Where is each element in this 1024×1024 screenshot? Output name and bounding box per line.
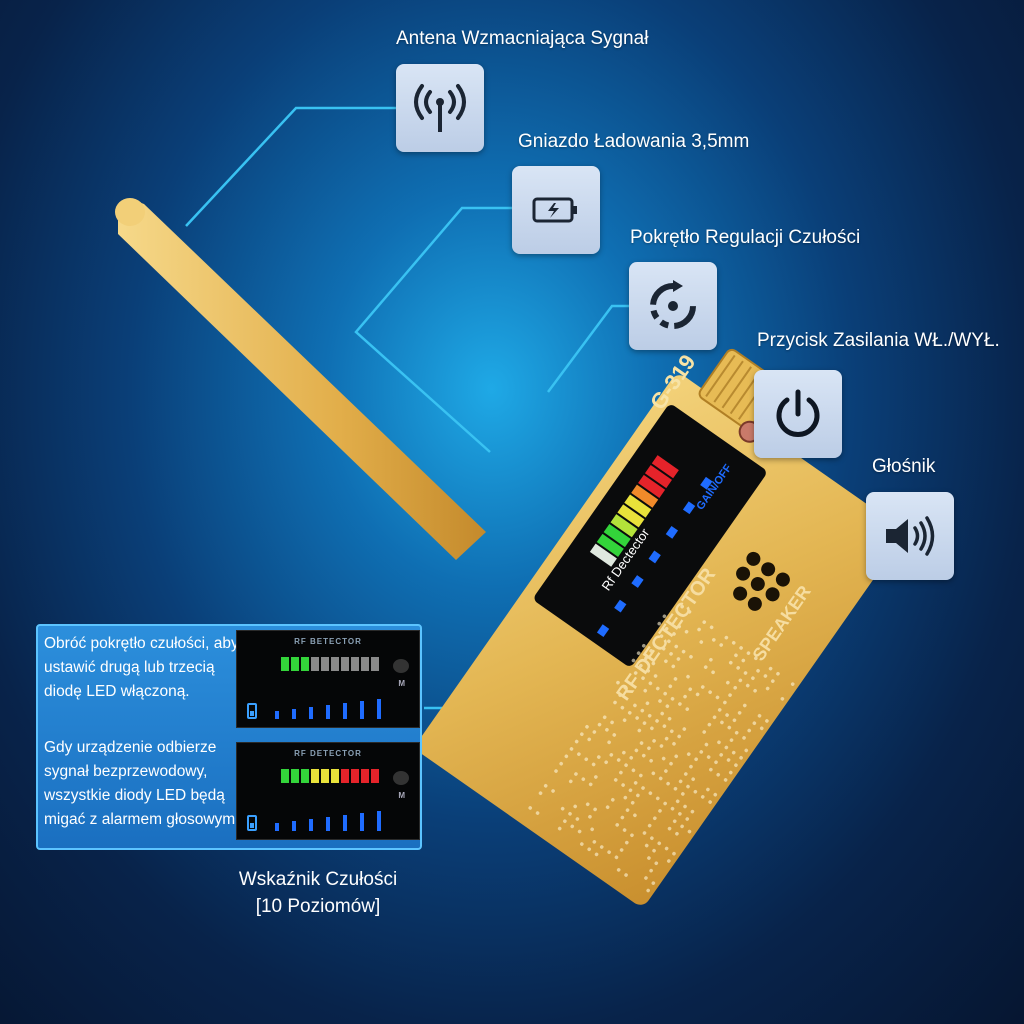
rotate-knob-icon [643,276,703,336]
power-button-label: Przycisk Zasilania WŁ./WYŁ. [757,330,1000,352]
caption-line-1: Wskaźnik Czułości [200,866,436,893]
device-body: G-319 Rf Dectector GAIN/OFF RF DECTECTOR… [405,325,935,909]
speaker-icon [880,511,940,561]
led-row-partial [281,657,379,671]
panel-text-adjust: Obróć pokrętło czułości, aby ustawić dru… [44,632,240,704]
caption-line-2: [10 Poziomów] [200,893,436,920]
charging-box [512,166,600,254]
charging-port-label: Gniazdo Ładowania 3,5mm [518,131,749,153]
antenna [115,198,486,560]
power-box [754,370,842,458]
led-row-full [281,769,379,783]
sensitivity-indicator-caption: Wskaźnik Czułości [10 Poziomów] [200,866,436,920]
sensitivity-box [629,262,717,350]
led-screen-title: RF BETECTOR [237,637,419,646]
mode-mark: M [398,679,405,688]
mode-mark: M [398,791,405,800]
signal-bars [275,811,381,831]
speaker-callout-label: Głośnik [872,456,935,478]
led-screen-partial: RF BETECTOR M [236,630,420,728]
battery-charging-icon [532,195,580,225]
sensitivity-knob-label: Pokrętło Regulacji Czułości [630,227,860,249]
antenna-box [396,64,484,152]
speaker-box [866,492,954,580]
led-screen-full: RF DETECTOR M [236,742,420,840]
battery-icon [247,703,257,719]
power-icon [768,384,828,444]
signal-bars [275,699,381,719]
sensitivity-info-panel: Obróć pokrętło czułości, aby ustawić dru… [36,624,422,850]
antenna-label: Antena Wzmacniająca Sygnał [396,28,648,50]
antenna-signal-icon [408,76,472,140]
battery-icon [247,815,257,831]
led-screen-title: RF DETECTOR [237,749,419,758]
panel-text-alarm: Gdy urządzenie odbierze sygnał bezprzewo… [44,736,240,832]
